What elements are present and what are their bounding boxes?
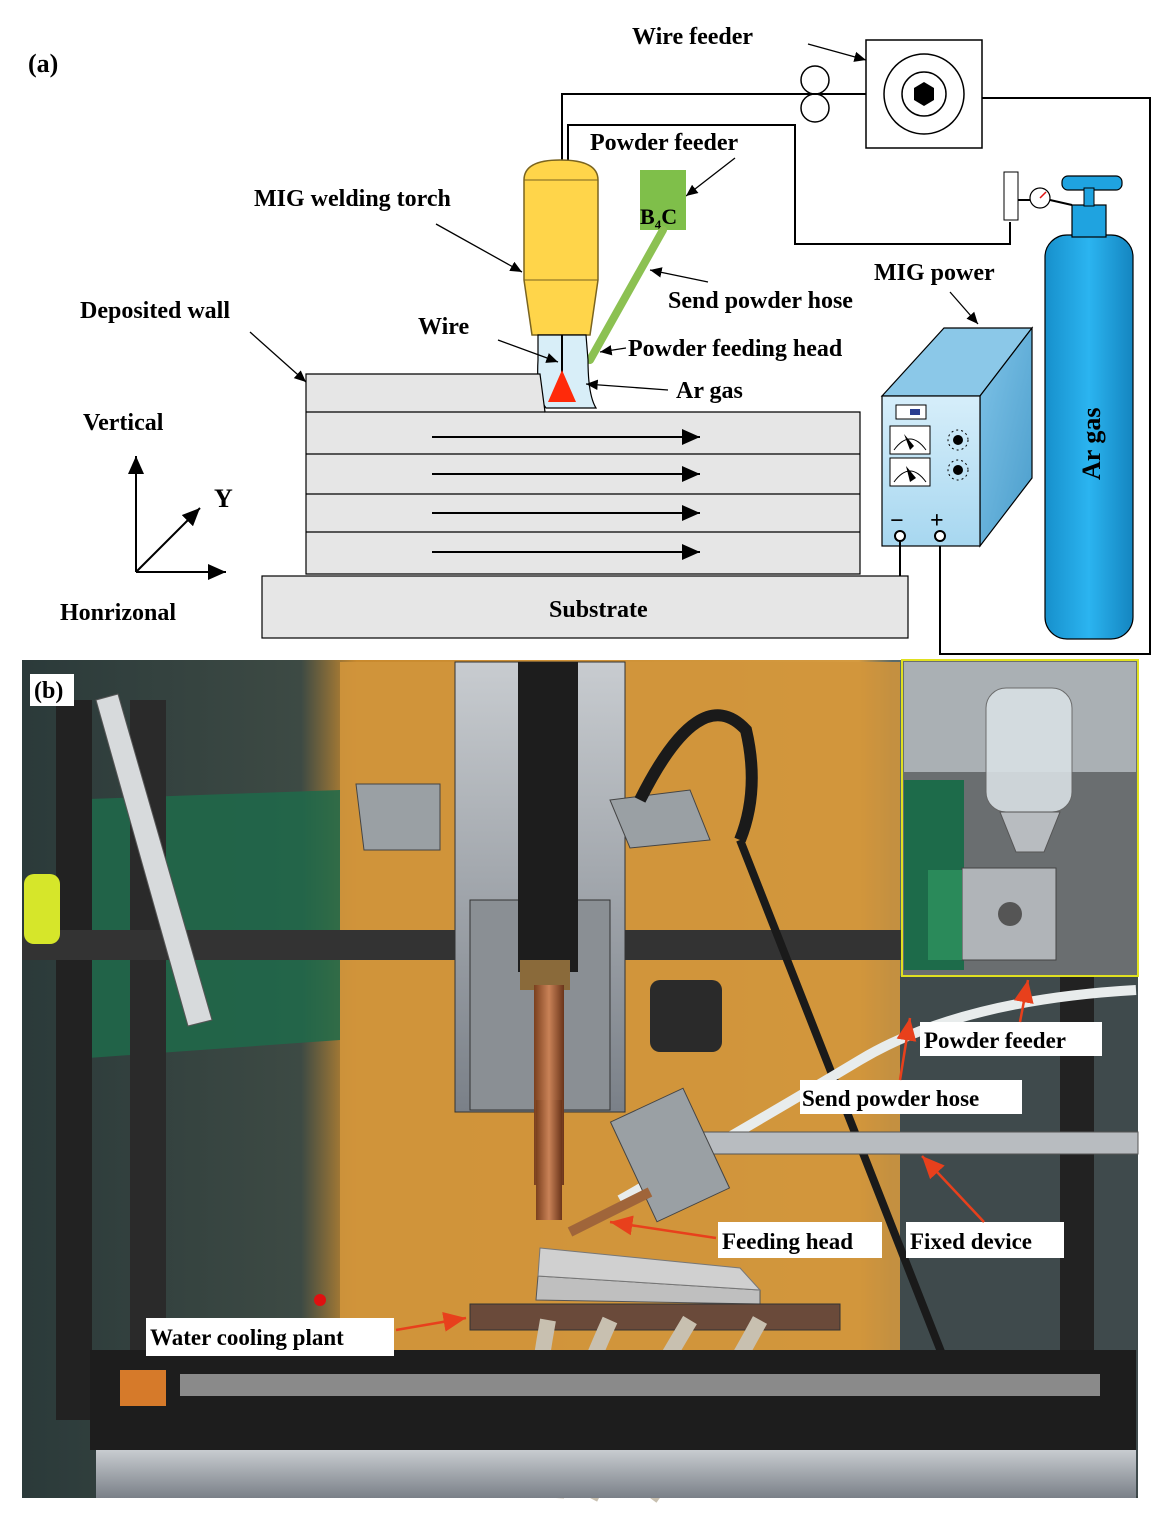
knob-upper (953, 435, 963, 445)
water-cooling-callout (146, 1318, 394, 1356)
powder-feeding-head-label: Powder feeding head (628, 336, 843, 362)
photo-feeding-head-label: Feeding head (722, 1229, 853, 1254)
photo-water-cooling-label: Water cooling plant (150, 1325, 344, 1350)
feeding-head-callout (718, 1222, 882, 1258)
y-axis-label: Y (214, 484, 233, 513)
mig-power-label: MIG power (874, 260, 995, 286)
photo-send-powder-hose-label: Send powder hose (802, 1086, 979, 1111)
powder-feeder-callout (920, 1022, 1102, 1056)
wire-feeder-label: Wire feeder (632, 24, 753, 50)
horizontal-label: Honrizonal (60, 600, 176, 626)
send-powder-hose-callout (800, 1080, 1022, 1114)
photo-powder-feeder-label: Powder feeder (924, 1028, 1066, 1053)
schematic-diagram: (a) Wire feeder Powder feeder B4C Send p… (28, 24, 1151, 655)
ar-gas-flow-label: Ar gas (676, 378, 743, 404)
panel-b-tag: (b) (34, 678, 63, 704)
wire-feeder (800, 39, 983, 149)
deposited-wall (305, 373, 861, 575)
panel-a-tag: (a) (28, 49, 58, 78)
wire-label: Wire (418, 314, 469, 340)
send-powder-hose-label: Send powder hose (668, 288, 853, 314)
substrate-label: Substrate (549, 597, 648, 623)
b4c-label: B4C (640, 204, 677, 232)
mig-torch-label: MIG welding torch (254, 186, 451, 212)
argon-cylinder (1003, 171, 1134, 640)
deposited-wall-label: Deposited wall (80, 298, 230, 324)
substrate (261, 575, 909, 639)
arc-gas-cone (548, 370, 576, 402)
knob-lower (953, 465, 963, 475)
powder-feeder-inset (901, 659, 1139, 977)
fixed-device-callout (906, 1222, 1064, 1258)
feed-roller-bottom (800, 93, 830, 123)
feed-roller-top (800, 65, 830, 95)
coordinate-axes (128, 456, 226, 580)
mig-welding-torch (523, 159, 599, 409)
powder-feeder-label: Powder feeder (590, 130, 739, 156)
plus-sign: + (930, 508, 944, 534)
mig-power-supply (880, 326, 1034, 548)
ar-gas-cylinder-label: Ar gas (1077, 408, 1106, 480)
flow-meter (1003, 171, 1019, 221)
photo-fixed-device-label: Fixed device (910, 1229, 1032, 1254)
minus-sign: − (890, 508, 904, 534)
powder-hose (586, 226, 667, 364)
vertical-label: Vertical (83, 410, 164, 436)
terminal-plus (934, 530, 946, 542)
b4c-powder-box (640, 170, 686, 230)
